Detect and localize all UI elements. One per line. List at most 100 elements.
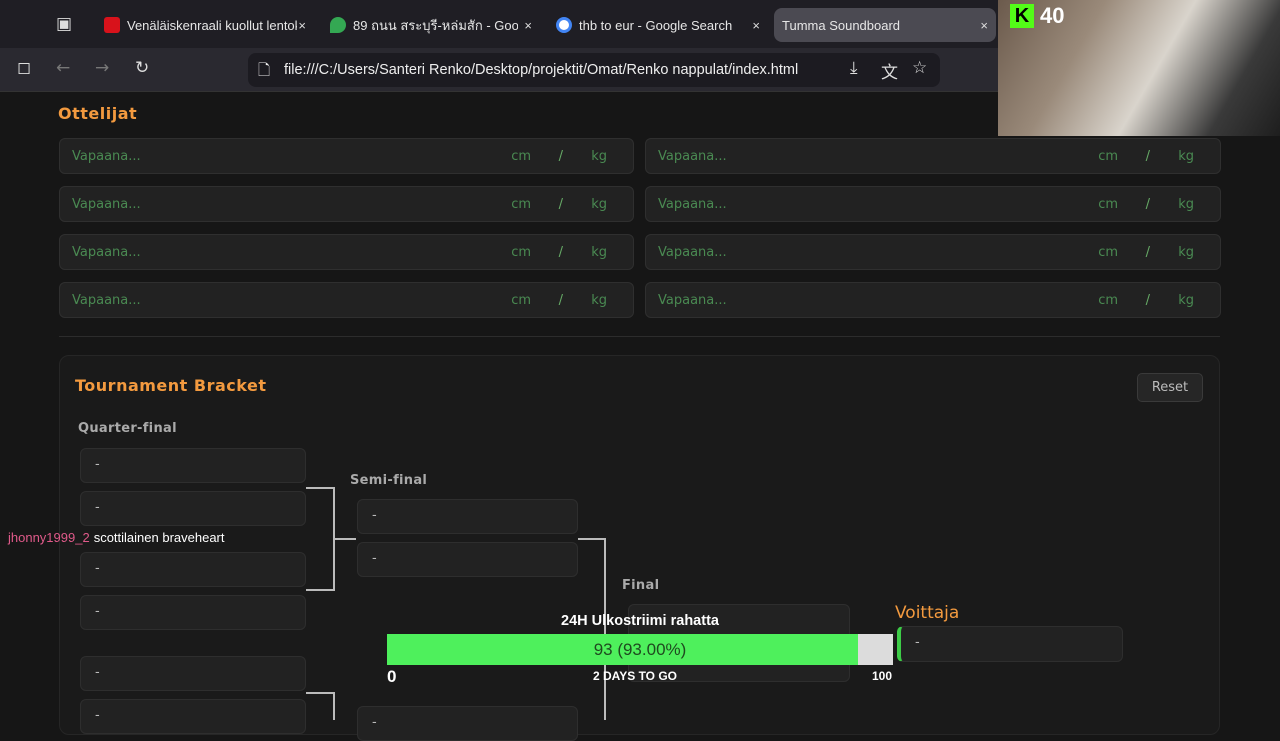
- fighter-slot[interactable]: Vapaana...cm/kg: [59, 282, 634, 318]
- tab-google-search[interactable]: thb to eur - Google Search ×: [548, 8, 768, 42]
- fighter-name-input[interactable]: Vapaana...: [658, 293, 727, 308]
- qf-slot[interactable]: -: [80, 491, 306, 526]
- weight-unit: kg: [1178, 149, 1194, 164]
- height-unit: cm: [1098, 245, 1118, 260]
- height-unit: cm: [1098, 293, 1118, 308]
- height-unit: cm: [511, 245, 531, 260]
- fighters-title: Ottelijat: [58, 104, 138, 123]
- weight-unit: kg: [1178, 197, 1194, 212]
- favicon-maps-icon: [330, 17, 346, 33]
- fighter-slot[interactable]: Vapaana... cm / kg: [59, 234, 634, 270]
- tab-label: thb to eur - Google Search: [579, 17, 733, 33]
- qf-slot[interactable]: -: [80, 595, 306, 630]
- qf-slot[interactable]: -: [80, 699, 306, 734]
- qf-slot[interactable]: -: [80, 552, 306, 587]
- fighter-name-input[interactable]: Vapaana...: [658, 245, 727, 260]
- divider: [59, 336, 1220, 337]
- weight-unit: kg: [591, 245, 607, 260]
- tab-label: Tumma Soundboard: [782, 17, 901, 33]
- goal-max-label: 100: [872, 669, 893, 683]
- height-unit: cm: [1098, 149, 1118, 164]
- viewer-count: 40: [1040, 3, 1065, 28]
- address-bar[interactable]: 🗋file:///C:/Users/Santeri Renko/Desktop/…: [248, 53, 940, 87]
- goal-progress-bar: 93 (93.00%): [387, 634, 893, 665]
- tab-label: 89 ถนน สระบุรี-หล่มสัก - Google Maps: [353, 17, 518, 33]
- fighter-name-input[interactable]: Vapaana...: [658, 197, 727, 212]
- height-unit: cm: [511, 197, 531, 212]
- tab-tumma-soundboard[interactable]: Tumma Soundboard ×: [774, 8, 996, 42]
- bracket-line: [306, 589, 334, 591]
- chat-username: jhonny1999_2: [8, 530, 90, 545]
- tab-actions-icon[interactable]: ▣: [56, 14, 73, 34]
- fighter-name-input[interactable]: Vapaana...: [72, 149, 141, 164]
- fighter-slot[interactable]: Vapaana... cm / kg: [645, 186, 1221, 222]
- goal-days-left: 2 DAYS TO GO: [592, 669, 678, 683]
- favorite-star-icon[interactable]: ☆: [912, 58, 928, 78]
- sf-slot[interactable]: -: [357, 706, 578, 741]
- weight-unit: kg: [591, 197, 607, 212]
- weight-unit: kg: [591, 149, 607, 164]
- bracket-line: [334, 538, 356, 540]
- close-tab-icon[interactable]: ×: [524, 17, 532, 33]
- translate-icon[interactable]: 文: [881, 63, 898, 83]
- bracket-line: [333, 692, 335, 720]
- quarter-final-label: Quarter-final: [78, 421, 177, 436]
- qf-slot[interactable]: -: [80, 448, 306, 483]
- fighter-name-input[interactable]: Vapaana...: [72, 293, 141, 308]
- height-unit: cm: [511, 149, 531, 164]
- weight-unit: kg: [1178, 245, 1194, 260]
- chat-text: scottilainen braveheart: [93, 530, 225, 545]
- fighter-slot[interactable]: Vapaana... cm / kg: [59, 138, 634, 174]
- fighter-name-input[interactable]: Vapaana...: [658, 149, 727, 164]
- bracket-line: [306, 692, 334, 694]
- unit-separator: /: [1145, 149, 1150, 164]
- unit-separator: /: [558, 293, 563, 308]
- goal-title: 24H Ulkostriimi rahatta: [561, 613, 719, 629]
- tab-news[interactable]: Venäläiskenraali kuollut lentokone×: [96, 8, 314, 42]
- fighter-name-input[interactable]: Vapaana...: [72, 245, 141, 260]
- reload-icon[interactable]: ↻: [135, 58, 150, 78]
- kick-logo-icon: K: [1010, 4, 1034, 28]
- bracket-line: [306, 487, 334, 489]
- goal-progress-text: 93 (93.00%): [593, 640, 687, 659]
- fighter-slot[interactable]: Vapaana... cm / kg: [645, 138, 1221, 174]
- bracket-title: Tournament Bracket: [75, 376, 267, 395]
- close-tab-icon[interactable]: ×: [980, 17, 988, 33]
- bracket-line: [578, 538, 605, 540]
- favicon-il-icon: [104, 17, 120, 33]
- file-icon: 🗋: [258, 62, 271, 79]
- sidebar-toggle-icon[interactable]: ◻: [17, 58, 32, 78]
- unit-separator: /: [558, 245, 563, 260]
- unit-separator: /: [1145, 293, 1150, 308]
- qf-slot[interactable]: -: [80, 656, 306, 691]
- install-app-icon[interactable]: ⤓: [850, 58, 858, 78]
- forward-icon[interactable]: →: [95, 58, 110, 78]
- tab-label: Venäläiskenraali kuollut lentokone: [127, 17, 297, 33]
- final-label: Final: [622, 578, 660, 593]
- fighter-slot[interactable]: Vapaana... cm / kg: [645, 234, 1221, 270]
- fighter-name-input[interactable]: Vapaana...: [72, 197, 141, 212]
- close-tab-icon[interactable]: ×: [752, 17, 760, 33]
- sf-slot[interactable]: -: [357, 542, 578, 577]
- weight-unit: kg: [1178, 293, 1194, 308]
- back-icon[interactable]: ←: [56, 58, 71, 78]
- favicon-google-icon: [556, 17, 572, 33]
- semi-final-label: Semi-final: [350, 473, 428, 488]
- unit-separator: /: [1145, 197, 1150, 212]
- reset-button[interactable]: Reset: [1137, 373, 1203, 402]
- winner-label: Voittaja: [895, 603, 960, 623]
- sf-slot[interactable]: -: [357, 499, 578, 534]
- fighter-slot[interactable]: Vapaana...cm/kg: [59, 186, 634, 222]
- weight-unit: kg: [591, 293, 607, 308]
- winner-slot[interactable]: -: [897, 626, 1123, 662]
- fighter-slot[interactable]: Vapaana... cm / kg: [645, 282, 1221, 318]
- height-unit: cm: [1098, 197, 1118, 212]
- close-tab-icon[interactable]: ×: [298, 17, 306, 33]
- goal-progress-fill: [387, 634, 858, 665]
- tab-maps[interactable]: 89 ถนน สระบุรี-หล่มสัก - Google Maps ×: [322, 8, 540, 42]
- unit-separator: /: [558, 149, 563, 164]
- unit-separator: /: [1145, 245, 1150, 260]
- goal-min-label: 0: [387, 667, 397, 686]
